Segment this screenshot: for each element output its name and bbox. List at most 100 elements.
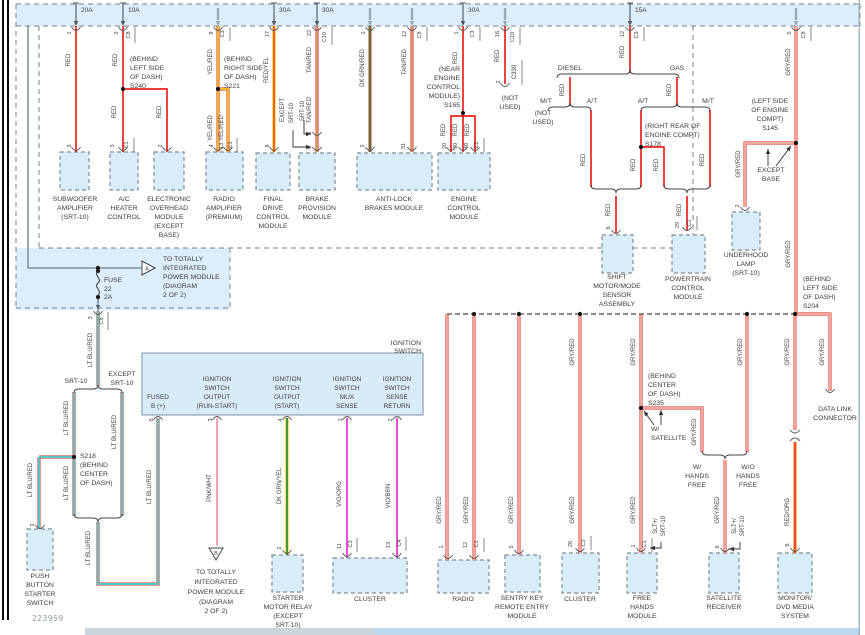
label-diesel: DIESEL [558, 65, 582, 72]
wire-color-label: GRY/RED [738, 338, 744, 366]
label-power-module: POWER MODULE [188, 589, 245, 596]
fuse-rating-label: 30A [468, 7, 480, 14]
label-monitor-dvd-media-system: MONITOR/ [778, 595, 812, 602]
wire-color-label: RED [631, 158, 637, 171]
label-m-t: M/T [540, 98, 552, 105]
label-2-of-2: 2 OF 2) [204, 608, 227, 615]
wire-yelred [218, 88, 229, 152]
pin-number: 4 [278, 418, 284, 421]
label-ignition: IGNITION [391, 340, 421, 347]
component-box [777, 552, 813, 594]
connector-pin-icon [118, 26, 128, 31]
connector-pin-icon [514, 549, 524, 554]
label-behind: (BEHIND [648, 373, 676, 380]
ignition-switch-box [141, 352, 424, 416]
splice-dot [120, 86, 126, 92]
arrowhead-icon [409, 21, 415, 26]
ignition-switch-label: SENSE [336, 403, 358, 410]
pin-number: 1 [439, 545, 445, 548]
wire-color-label: GRY/RED [786, 240, 792, 268]
arrowhead-icon [314, 21, 320, 26]
connector-pin-icon [790, 547, 800, 552]
label-a-c-heater-control: HEATER [110, 205, 137, 212]
pin-number: C1 [228, 141, 234, 148]
pin-number: 3 [208, 418, 214, 421]
arrowhead-icon [650, 545, 655, 551]
label-electronic-overhead-module-except-base: ELECTRONIC [147, 196, 191, 203]
background-panel [375, 628, 860, 635]
label-used: USED) [499, 104, 520, 111]
component-box [356, 152, 433, 191]
pin-number: C4 [397, 539, 403, 546]
wire-color-label: LT BLU/RED [64, 465, 70, 500]
wire-color-label: LT BLU/RED [112, 414, 118, 449]
connector-pin-icon [71, 146, 81, 151]
label-final-drive-control-module: FINAL [263, 196, 282, 203]
component-box [437, 152, 491, 191]
page-edge-line [858, 0, 860, 635]
pin-number: 16 [495, 31, 501, 37]
connector-pin-icon [71, 26, 81, 31]
connector-pin-icon [407, 26, 417, 31]
label-free: FREE [688, 482, 707, 489]
arrowhead-icon [120, 21, 126, 26]
pin-number: 3 [110, 144, 116, 147]
pin-number: 6 [606, 226, 612, 229]
wire-color-label: RED [581, 153, 587, 166]
label-to-totally: TO TOTALLY [163, 256, 204, 263]
page-edge-bar [2, 0, 4, 620]
fuse-rating-label: 30A [322, 7, 334, 14]
pin-number: 12 [463, 542, 469, 548]
connector-pin-icon [636, 547, 646, 552]
harness-merge-brace [663, 184, 711, 194]
arrowhead-icon [786, 146, 791, 152]
wire-color-label: RED [112, 105, 118, 118]
wire-color-label: GRY/RED [785, 338, 791, 366]
splice-dot [460, 110, 466, 116]
label-control: CONTROL [427, 84, 460, 91]
wire-red [641, 146, 665, 187]
pin-number: C8 [801, 31, 807, 38]
pin-number: 5 [787, 31, 793, 34]
arrowhead-icon [306, 144, 311, 150]
pin-number: 31 [401, 143, 407, 149]
pin-number: C3 [220, 30, 226, 37]
connector-pin-icon [740, 206, 750, 211]
label-electronic-overhead-module-except-base: BASE) [159, 232, 179, 239]
pin-number: C1 [642, 540, 648, 547]
label-left-side: LEFT SIDE [803, 285, 838, 292]
component-box [26, 528, 54, 571]
wire-color-label: TAN/RED [307, 96, 313, 123]
component-box [504, 554, 541, 593]
connector-pin-icon [682, 226, 692, 231]
label-subwoofer-amplifier-srt-10: SUBWOOFER [53, 196, 98, 203]
wire-color-label: LT BLU/RED [147, 469, 153, 504]
label-s204: S204 [803, 303, 819, 310]
pin-number: 1 [307, 131, 313, 134]
pin-number: 3 [67, 144, 73, 147]
harness-merge-brace [701, 450, 748, 460]
wire-color-label: EXCEPT [280, 98, 286, 122]
component-box [332, 557, 408, 594]
label-free: FREE [739, 482, 758, 489]
label-power-module: POWER MODULE [163, 274, 220, 281]
pin-number: 2 [496, 80, 502, 83]
pin-number: 2 [30, 523, 36, 526]
connector-pin-icon [611, 229, 621, 234]
connector-pin-icon [118, 146, 128, 151]
label-2a: 2A [104, 294, 113, 301]
arrowhead-icon [729, 546, 734, 552]
label-underhood-lamp-srt-10: UNDERHOOD [724, 252, 769, 259]
wire-color-label: RED [453, 123, 459, 136]
label-shift-motor-mode-sensor-assembly: SENSOR [603, 292, 632, 299]
label-push-button-starter-switch: PUSH [31, 573, 50, 580]
pin-number: 6 [149, 418, 155, 421]
connector-pin-icon [162, 146, 172, 151]
pin-number: C1 [687, 219, 693, 226]
label-underhood-lamp-srt-10: (SRT-10) [732, 270, 759, 277]
offpage-letter: A [145, 267, 149, 273]
connector-pin-icon [392, 416, 402, 421]
pin-number: C8 [99, 317, 105, 324]
pin-number: C8 [417, 31, 423, 38]
harness-merge-brace [73, 513, 123, 523]
